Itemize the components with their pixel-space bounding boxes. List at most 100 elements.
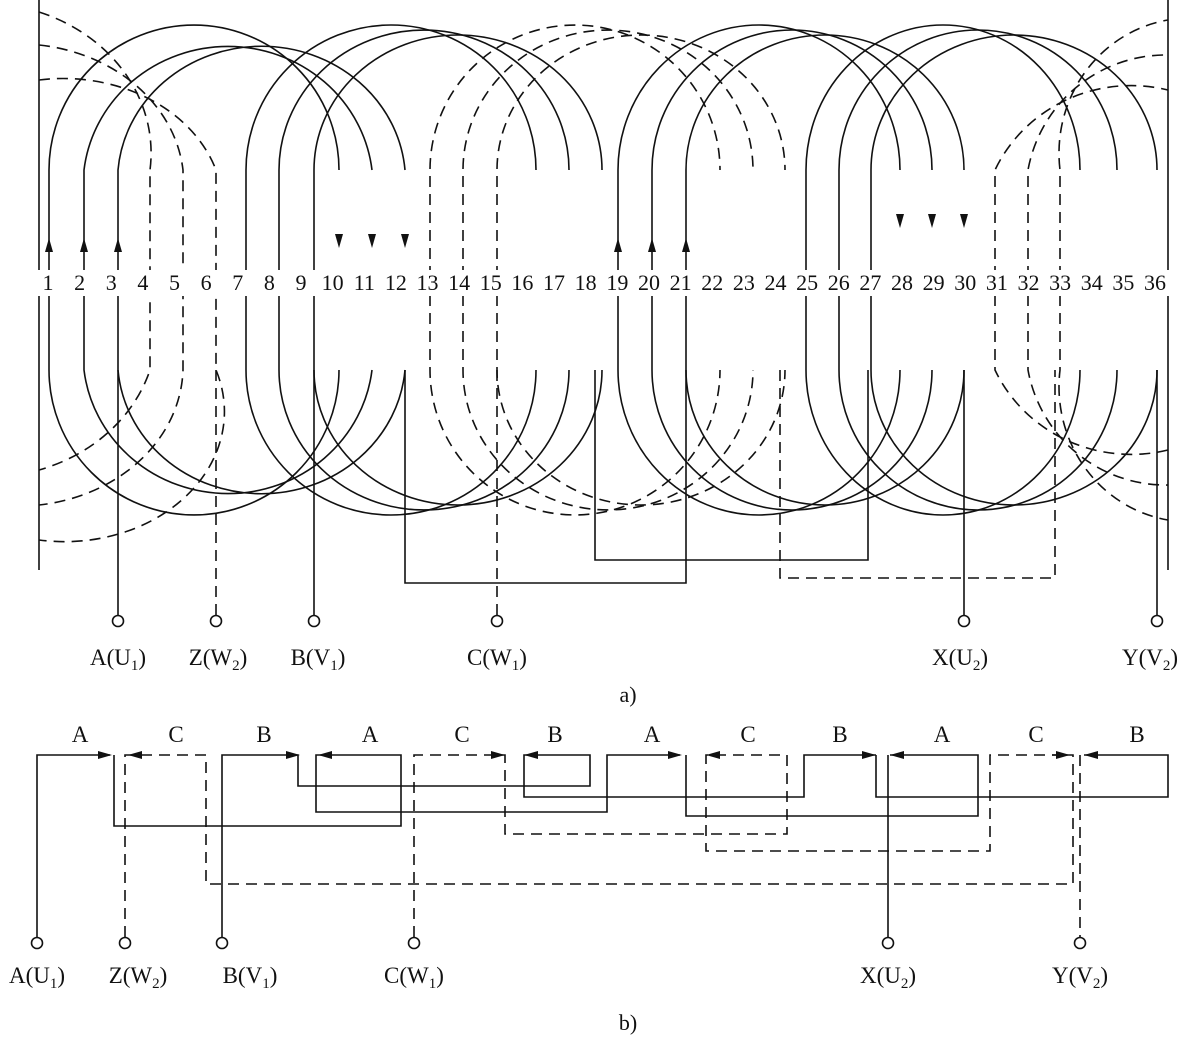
arrow-down-icon xyxy=(896,214,904,228)
phase-group-label: C xyxy=(740,722,755,747)
terminal-c-w1[interactable] xyxy=(490,614,504,628)
terminal-y-v2[interactable] xyxy=(1150,614,1164,628)
slot-label-backing xyxy=(33,270,63,296)
slot-number: 17 xyxy=(543,270,565,295)
caption-a: a) xyxy=(619,682,636,707)
terminal-z-w2[interactable] xyxy=(209,614,223,628)
arrow-down-icon xyxy=(368,234,376,248)
arrow-down-icon xyxy=(928,214,936,228)
current-direction-arrows xyxy=(45,214,968,252)
slot-number: 24 xyxy=(764,270,786,295)
slot-number: 26 xyxy=(828,270,850,295)
terminal-a-u1[interactable] xyxy=(30,936,44,950)
slot-label-backing xyxy=(128,270,158,296)
slot-label-backing xyxy=(444,270,474,296)
terminal-label: Y(V2) xyxy=(1052,963,1108,992)
slot-label-backing xyxy=(381,270,411,296)
phase-group-label: B xyxy=(256,722,271,747)
slot-label-backing xyxy=(222,270,253,296)
arrow-down-icon xyxy=(960,214,968,228)
terminal-label: Z(W2) xyxy=(189,645,248,674)
slot-label-backing xyxy=(855,270,886,296)
terminal-x-u2[interactable] xyxy=(957,614,971,628)
slot-number: 8 xyxy=(264,270,275,295)
terminal-label: X(U2) xyxy=(932,645,988,674)
terminal-c-w1[interactable] xyxy=(407,936,421,950)
coil-group-b2 xyxy=(805,24,1158,516)
slot-number: 34 xyxy=(1081,270,1103,295)
slot-label-backing xyxy=(792,270,822,296)
slot-label-backing xyxy=(1045,270,1075,296)
slot-number: 31 xyxy=(986,270,1008,295)
terminal-a-u1[interactable] xyxy=(111,614,125,628)
slot-label-backing xyxy=(918,270,949,296)
terminal-x-u2[interactable] xyxy=(881,936,895,950)
slot-number: 7 xyxy=(232,270,243,295)
terminal-z-w2[interactable] xyxy=(118,936,132,950)
slot-label-backing xyxy=(254,270,285,296)
slot-number: 9 xyxy=(296,270,307,295)
phase-group-label: B xyxy=(1129,722,1144,747)
slot-number: 15 xyxy=(480,270,502,295)
slot-number: 33 xyxy=(1049,270,1071,295)
arrow-right-icon xyxy=(286,751,300,759)
arrow-up-icon xyxy=(114,238,122,252)
arrow-up-icon xyxy=(80,238,88,252)
slot-label-backing xyxy=(602,270,633,296)
slot-number: 29 xyxy=(923,270,945,295)
arrow-up-icon xyxy=(45,238,53,252)
slot-label-backing xyxy=(64,270,95,296)
slot-number: 4 xyxy=(137,270,148,295)
phase-group-label: A xyxy=(644,722,661,747)
slot-number: 22 xyxy=(701,270,723,295)
group-bars xyxy=(36,751,1169,937)
arrow-left-icon xyxy=(524,751,538,759)
slot-label-backing xyxy=(887,270,917,296)
slot-label-backing xyxy=(950,270,981,296)
phase-group-label: A xyxy=(934,722,951,747)
slot-number: 16 xyxy=(511,270,533,295)
slot-label-backing xyxy=(96,270,127,296)
coil-group-a2 xyxy=(617,24,965,516)
terminal-label: B(V1) xyxy=(291,645,346,674)
slot-label-backing xyxy=(1108,270,1139,296)
slot-label-backing xyxy=(317,270,348,296)
slot-label-backing xyxy=(1076,270,1107,296)
slot-number: 30 xyxy=(954,270,976,295)
arrow-down-icon xyxy=(335,234,343,248)
phase-group-label: A xyxy=(362,722,379,747)
terminal-b-v1[interactable] xyxy=(215,936,229,950)
slot-label-backing xyxy=(1013,270,1044,296)
terminal-b-v1[interactable] xyxy=(307,614,321,628)
phase-group-label: A xyxy=(72,722,89,747)
terminal-label: Y(V2) xyxy=(1122,645,1178,674)
terminal-label: B(V1) xyxy=(223,963,278,992)
slot-number: 21 xyxy=(670,270,692,295)
slot-number: 27 xyxy=(859,270,881,295)
phase-group-label: C xyxy=(454,722,469,747)
slot-number: 2 xyxy=(74,270,85,295)
slot-number: 10 xyxy=(322,270,344,295)
slot-number: 23 xyxy=(733,270,755,295)
terminal-y-v2[interactable] xyxy=(1073,936,1087,950)
slot-label-backing xyxy=(634,270,664,296)
slot-label-backing xyxy=(286,270,316,296)
slot-label-backing xyxy=(349,270,380,296)
coil-group-c1 xyxy=(429,24,786,516)
slot-number: 1 xyxy=(43,270,54,295)
arrow-down-icon xyxy=(401,234,409,248)
arrow-left-icon xyxy=(706,751,720,759)
slot-label-backing xyxy=(823,270,854,296)
slot-number: 6 xyxy=(201,270,212,295)
slot-label-backing xyxy=(697,270,728,296)
arrow-up-icon xyxy=(682,238,690,252)
slot-label-backing xyxy=(191,270,221,296)
arrow-left-icon xyxy=(318,751,332,759)
coil-group-c2 xyxy=(38,11,1169,543)
terminal-label: C(W1) xyxy=(467,645,527,674)
slot-label-backing xyxy=(665,270,696,296)
